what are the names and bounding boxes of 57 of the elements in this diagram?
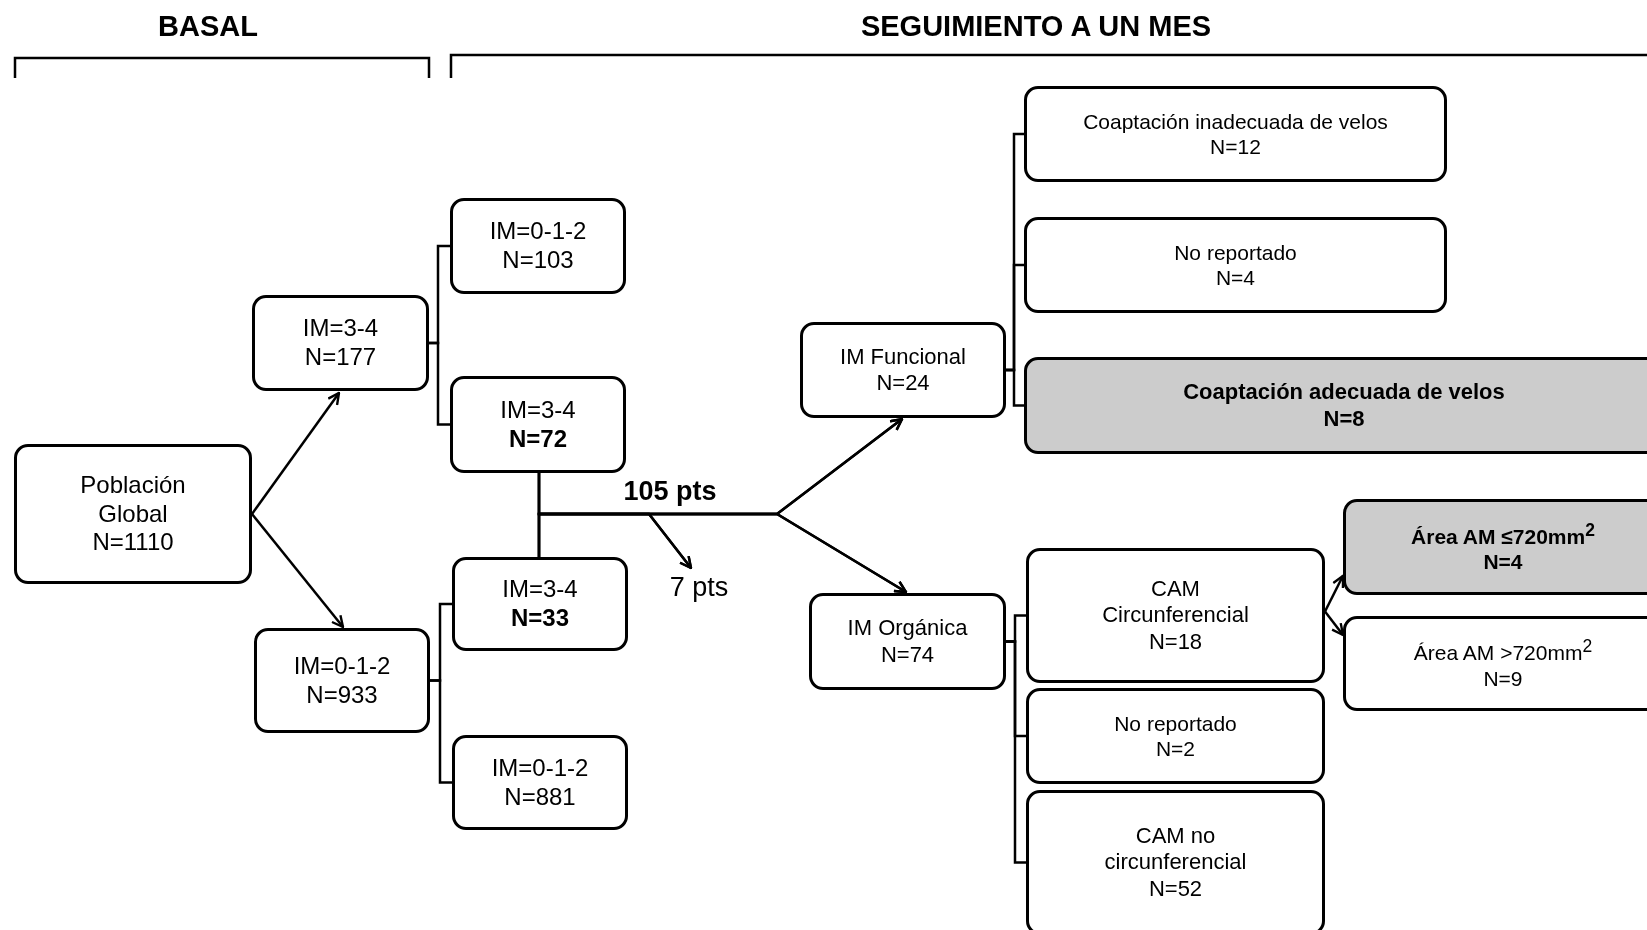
process-box xyxy=(800,322,1006,418)
node-text: IM=0-1-2 xyxy=(491,753,589,783)
connector-arrow xyxy=(251,513,345,629)
node-text: N=177 xyxy=(304,343,377,372)
node-text: N=1110 xyxy=(92,528,174,558)
process-box xyxy=(1024,86,1447,182)
node-text: N=9 xyxy=(1483,665,1523,691)
node-text: N=8 xyxy=(1323,405,1365,432)
node-text: Población Global xyxy=(79,470,187,529)
node-text: Coaptación adecuada de velos xyxy=(1183,379,1505,406)
node-text: IM=3-4 xyxy=(502,575,578,604)
node-text: No reportado xyxy=(1174,239,1297,265)
process-box xyxy=(252,295,429,391)
node-text: N=24 xyxy=(876,370,930,397)
node-text: Área AM ≤720mm$^{2}$ xyxy=(1411,519,1595,549)
node-text: N=4 xyxy=(1483,549,1523,575)
process-box xyxy=(1024,217,1447,313)
node-text: IM=3-4 xyxy=(302,314,379,343)
node-text: Área AM >720mm$^{2}$ xyxy=(1413,636,1593,666)
node-text: N=18 xyxy=(1148,628,1203,656)
node-text: N=74 xyxy=(880,641,935,668)
node-text: CAM Circunferencial xyxy=(1101,575,1250,629)
connector-arrow xyxy=(1323,574,1345,613)
process-box xyxy=(254,628,430,733)
node-text: N=933 xyxy=(306,680,378,710)
node-text: N=33 xyxy=(510,604,569,633)
process-box xyxy=(1026,790,1325,930)
node-text: CAM no circunferencial xyxy=(1103,822,1248,876)
node-text: N=2 xyxy=(1155,736,1196,762)
node-text: IM=3-4 xyxy=(500,395,576,425)
node-text: IM=0-1-2 xyxy=(489,217,587,246)
node-text: N=12 xyxy=(1210,134,1261,160)
highlighted-box xyxy=(1343,499,1647,595)
connector-arrow xyxy=(1324,610,1345,637)
process-box xyxy=(450,376,626,473)
count-label: 7 pts xyxy=(660,568,738,606)
connector-arrow xyxy=(537,512,908,594)
node-text: No reportado xyxy=(1114,710,1237,736)
process-box xyxy=(450,198,626,294)
connector-arrow xyxy=(251,391,341,515)
node-text: N=52 xyxy=(1148,875,1203,903)
process-box xyxy=(14,444,252,584)
highlighted-box xyxy=(1024,357,1647,454)
node-text: IM Funcional xyxy=(840,343,966,370)
node-text: IM=0-1-2 xyxy=(293,651,391,681)
node-text: N=881 xyxy=(504,782,576,812)
process-box xyxy=(1026,548,1325,683)
process-box xyxy=(1343,616,1647,711)
process-box xyxy=(1026,688,1325,784)
process-box xyxy=(452,735,628,830)
process-box xyxy=(452,557,628,651)
node-text: Coaptación inadecuada de velos xyxy=(1083,108,1388,134)
node-text: N=72 xyxy=(508,424,567,454)
node-text: IM Orgánica xyxy=(847,615,968,642)
process-box xyxy=(809,593,1006,690)
node-text: N=103 xyxy=(502,246,574,275)
node-text: N=4 xyxy=(1215,265,1256,291)
